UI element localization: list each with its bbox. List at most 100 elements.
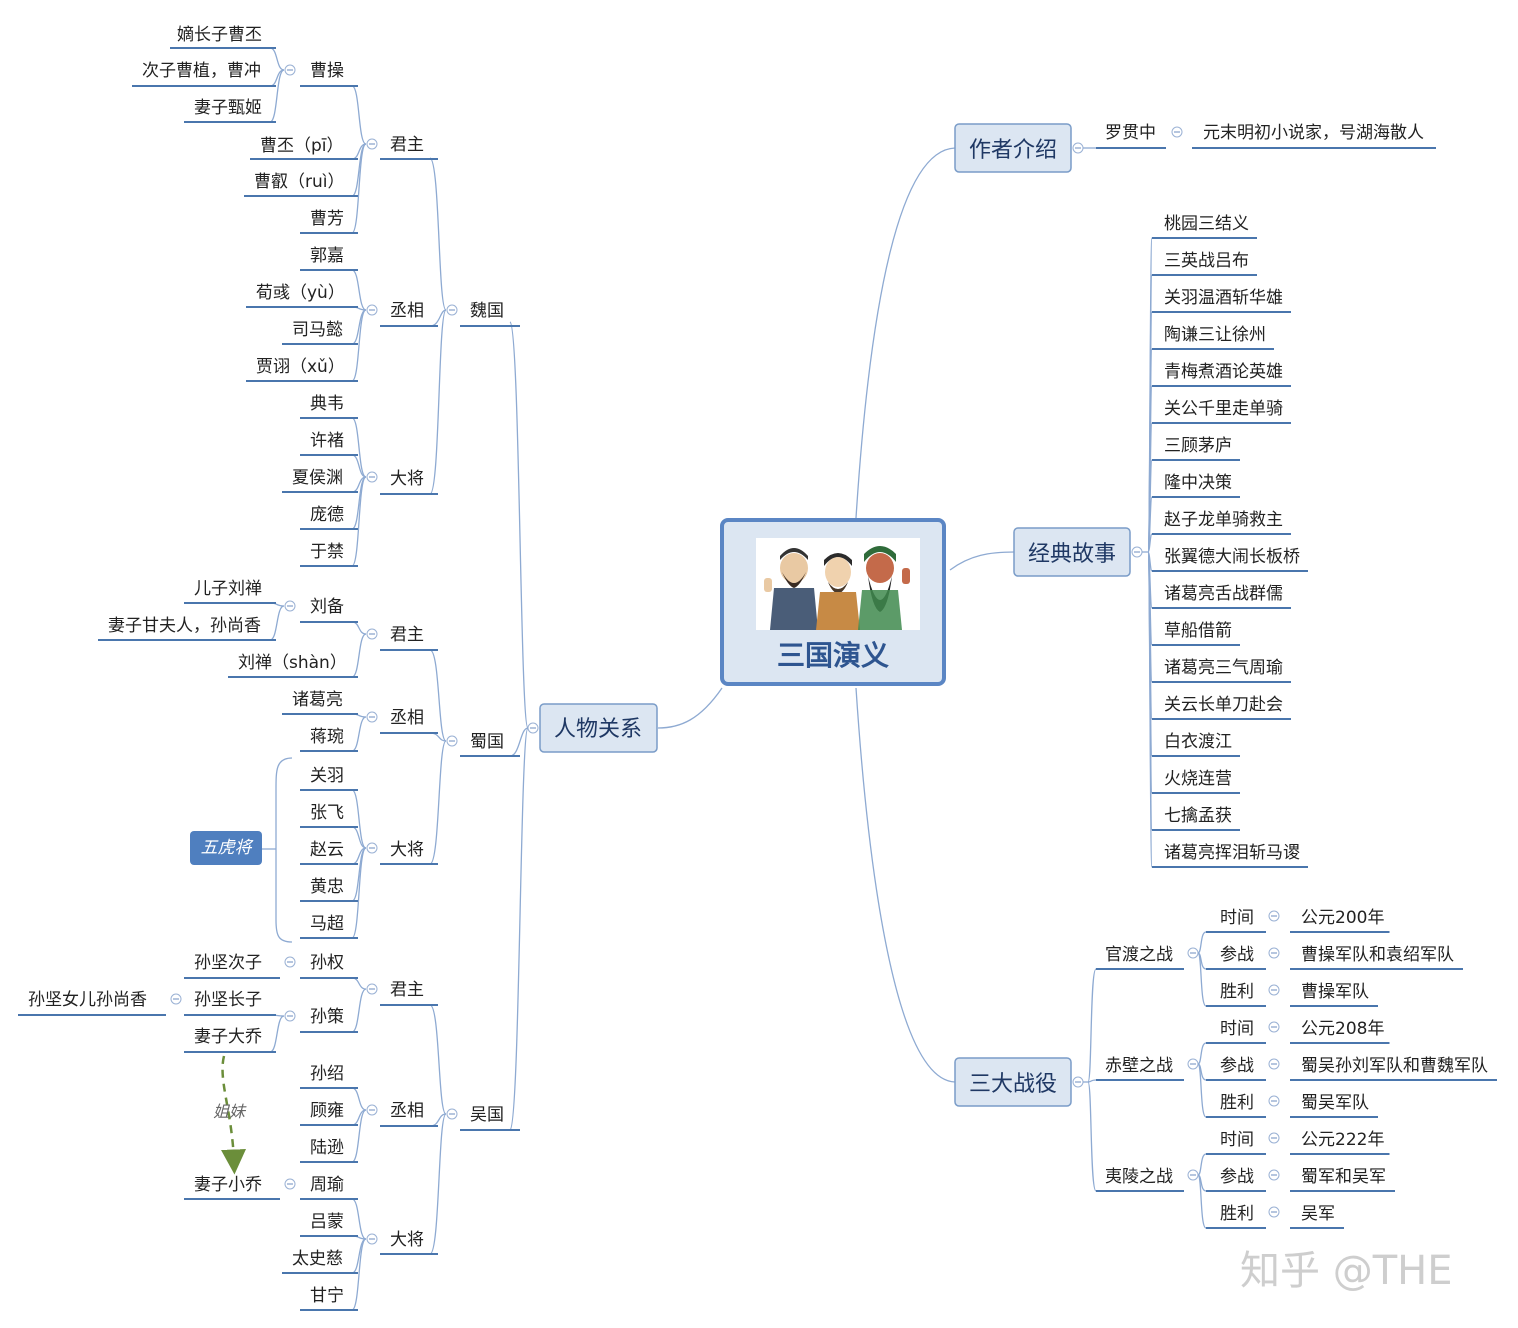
wei-ruler-3: 曹叡（ruì） [254, 172, 345, 192]
wu-sunquan-note: 孙坚次子 [194, 953, 262, 973]
story-item: 隆中决策 [1164, 473, 1232, 493]
shu-ruler-2: 刘禅（shàn） [238, 653, 347, 673]
battle-field-value: 蜀军和吴军 [1301, 1167, 1386, 1187]
wei-caocao-child-3: 妻子甄姬 [194, 98, 262, 118]
battle-field-key: 胜利 [1220, 1093, 1254, 1113]
story-item: 三顾茅庐 [1164, 436, 1232, 456]
wu-chancellor-1: 孙绍 [310, 1064, 344, 1084]
central-topic[interactable]: 三国演义 [720, 518, 946, 686]
battle-field-key: 时间 [1220, 908, 1254, 928]
story-item: 诸葛亮挥泪斩马谡 [1164, 843, 1300, 863]
author-name: 罗贯中 [1105, 123, 1156, 143]
battle-name: 官渡之战 [1105, 945, 1173, 965]
link-root-author [855, 147, 956, 519]
wei-ruler-4: 曹芳 [310, 209, 344, 229]
story-item: 关公千里走单骑 [1164, 399, 1283, 419]
wu-zhouyu: 周瑜 [310, 1175, 344, 1195]
battle-name: 赤壁之战 [1105, 1056, 1173, 1076]
shu-ruler-label: 君主 [390, 625, 424, 645]
topic-people-box[interactable] [539, 703, 658, 753]
battle-field-value: 公元222年 [1301, 1130, 1384, 1150]
link-root-battles [855, 687, 956, 1083]
sister-relation-label: 姐妹 [212, 1102, 245, 1121]
central-topic-title: 三国演义 [776, 639, 889, 672]
wei-caocao-child-1: 嫡长子曹丕 [177, 25, 262, 45]
wei-general-5: 于禁 [310, 542, 344, 562]
wu-chancellor-label: 丞相 [390, 1101, 424, 1121]
shu-general-5: 马超 [310, 914, 344, 934]
topic-stories-box[interactable] [1013, 527, 1131, 577]
wu-sunce-sub: 孙坚女儿孙尚香 [28, 990, 147, 1010]
battle-field-value: 吴军 [1301, 1204, 1335, 1224]
wei-chancellor-4: 贾诩（xǔ） [256, 357, 345, 377]
battle-field-value: 曹操军队和袁绍军队 [1301, 945, 1454, 965]
battle-field-value: 蜀吴孙刘军队和曹魏军队 [1301, 1056, 1488, 1076]
wei-chancellor-3: 司马懿 [292, 320, 343, 340]
wu-sunquan: 孙权 [310, 953, 344, 973]
story-item: 诸葛亮三气周瑜 [1164, 658, 1283, 678]
shu-general-4: 黄忠 [310, 877, 344, 897]
story-item: 关云长单刀赴会 [1164, 695, 1283, 715]
wu-zhouyu-note: 妻子小乔 [194, 1175, 262, 1195]
story-item: 青梅煮酒论英雄 [1164, 362, 1283, 382]
link-root-stories [949, 551, 1015, 571]
topic-battles-label: 三大战役 [969, 1072, 1057, 1097]
topic-author-box[interactable] [954, 123, 1072, 173]
link-people-wu [509, 727, 529, 1131]
story-item: 赵子龙单骑救主 [1164, 510, 1283, 530]
battle-field-key: 时间 [1220, 1130, 1254, 1150]
battle-field-value: 曹操军队 [1301, 982, 1369, 1002]
shu-general-1: 关羽 [310, 766, 344, 786]
wei-general-label: 大将 [390, 469, 424, 489]
battles-list: 官渡之战时间公元200年参战曹操军队和袁绍军队胜利曹操军队赤壁之战时间公元208… [1083, 908, 1497, 1229]
five-tiger-generals-label: 五虎将 [190, 831, 262, 865]
wei-caocao-child-2: 次子曹植，曹冲 [142, 61, 261, 81]
shu-chancellor-label: 丞相 [390, 708, 424, 728]
story-item: 草船借箭 [1164, 621, 1232, 641]
battle-field-key: 参战 [1220, 1167, 1254, 1187]
shu-label: 蜀国 [470, 732, 504, 752]
link-root-people [657, 687, 723, 729]
wu-general-3: 甘宁 [310, 1286, 344, 1306]
wu-general-label: 大将 [390, 1230, 424, 1250]
zhihu-watermark: 知乎 @THE [1240, 1248, 1453, 1294]
wu-sunce: 孙策 [310, 1007, 344, 1027]
story-item: 关羽温酒斩华雄 [1164, 288, 1283, 308]
wei-chancellor-1: 郭嘉 [310, 246, 344, 266]
shu-chancellor-1: 诸葛亮 [292, 690, 343, 710]
wu-ruler-label: 君主 [390, 980, 424, 1000]
wei-label: 魏国 [470, 301, 504, 321]
wu-chancellor-2: 顾雍 [310, 1101, 344, 1121]
stories-list: 桃园三结义三英战吕布关羽温酒斩华雄陶谦三让徐州青梅煮酒论英雄关公千里走单骑三顾茅… [1142, 214, 1308, 868]
wu-general-2: 太史慈 [292, 1249, 343, 1269]
story-item: 七擒孟获 [1164, 806, 1232, 826]
shu-liubei: 刘备 [310, 597, 344, 617]
wei-caocao: 曹操 [310, 61, 344, 81]
battle-name: 夷陵之战 [1105, 1167, 1173, 1187]
wei-general-3: 夏侯渊 [292, 468, 343, 488]
wei-ruler-label: 君主 [390, 135, 424, 155]
battle-field-value: 公元200年 [1301, 908, 1384, 928]
wei-general-1: 典韦 [310, 394, 344, 414]
story-item: 火烧连营 [1164, 769, 1232, 789]
wei-general-4: 庞德 [310, 505, 344, 525]
wei-ruler-2: 曹丕（pī） [260, 136, 344, 156]
story-item: 诸葛亮舌战群儒 [1164, 584, 1283, 604]
wu-sunce-child-2: 妻子大乔 [194, 1027, 262, 1047]
topic-battles-box[interactable] [954, 1057, 1072, 1107]
battle-field-key: 参战 [1220, 1056, 1254, 1076]
battle-field-value: 蜀吴军队 [1301, 1093, 1369, 1113]
story-item: 陶谦三让徐州 [1164, 325, 1266, 345]
shu-general-label: 大将 [390, 840, 424, 860]
sister-arrow [221, 1055, 247, 1175]
tiger-bracket [275, 757, 293, 943]
topic-people-label: 人物关系 [554, 717, 642, 742]
battle-field-key: 参战 [1220, 945, 1254, 965]
story-item: 张翼德大闹长板桥 [1164, 547, 1300, 567]
topic-author-label: 作者介绍 [969, 138, 1057, 163]
link-people-wei [509, 321, 529, 729]
battle-field-key: 胜利 [1220, 1204, 1254, 1224]
topic-stories-label: 经典故事 [1028, 542, 1116, 567]
shu-general-2: 张飞 [310, 803, 344, 823]
